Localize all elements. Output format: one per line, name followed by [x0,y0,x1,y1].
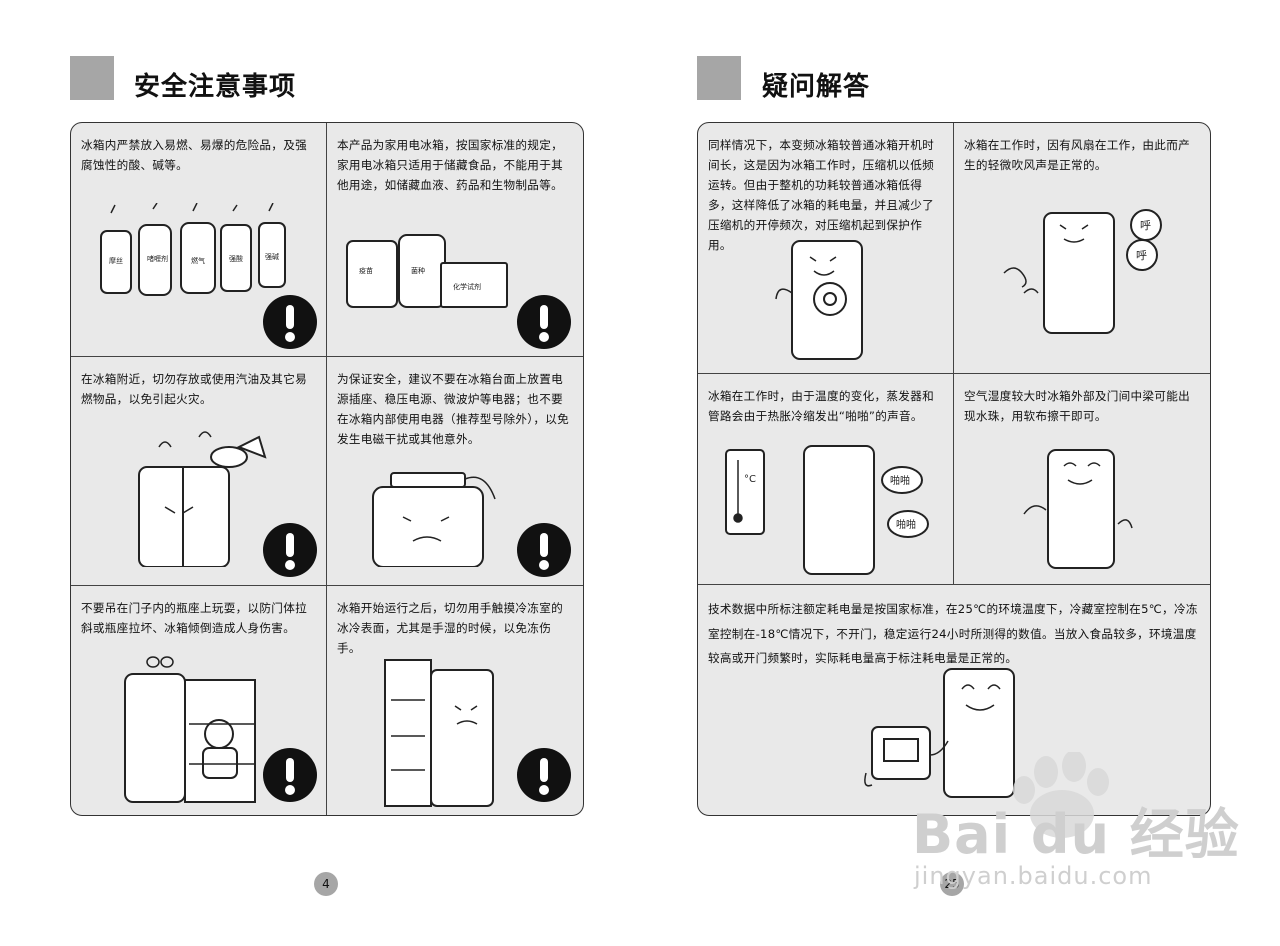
safety-cell-appliances: 为保证安全，建议不要在冰箱台面上放置电源插座、稳压电源、微波炉等电器；也不要在冰… [327,357,583,586]
child-hanging-door-illustration [124,656,256,803]
warning-icon [263,523,317,577]
thermometer-unit: °C [744,474,756,485]
warning-icon [517,748,571,802]
faq-cell-condensation: 空气湿度较大时冰箱外部及门间中梁可能出现水珠，用软布擦干即可。 [954,374,1210,585]
cell-text: 冰箱开始运行之后，切勿用手触摸冷冻室的冰冷表面，尤其是手湿的时候，以免冻伤手。 [337,601,563,655]
fridge-fire-illustration [138,431,267,567]
title-marker [697,56,741,100]
sound-bubble: 啪啪 [890,474,910,487]
sound-bubble: 呼 [1140,219,1151,232]
hazardous-bottles-illustration: 摩丝 啫喱剂 燃气 强酸 强碱 [100,203,286,296]
safety-cell-freezer-touch: 冰箱开始运行之后，切勿用手触摸冷冻室的冰冷表面，尤其是手湿的时候，以免冻伤手。 [327,586,583,815]
cell-text: 冰箱在工作时，由于温度的变化，蒸发器和管路会由于热胀冷缩发出“啪啪”的声音。 [708,389,934,423]
cell-text: 技术数据中所标注额定耗电量是按国家标准，在25℃的环境温度下，冷藏室控制在5℃，… [708,602,1198,665]
safety-cell-door-play: 不要吊在门子内的瓶座上玩耍，以防门体拉斜或瓶座拉坏、冰箱倾倒造成人身伤害。 [71,586,327,815]
faq-cell-compressor: 同样情况下，本变频冰箱较普通冰箱开机时间长，这是因为冰箱工作时，压缩机以低频运转… [698,123,954,374]
cell-text: 同样情况下，本变频冰箱较普通冰箱开机时间长，这是因为冰箱工作时，压缩机以低频运转… [708,138,934,252]
item-label: 化学试剂 [453,282,481,291]
page-number: 25 [940,872,964,896]
watermark-logo: Bai du 经验 [912,803,1240,866]
right-page: 疑问解答 同样情况下，本变频冰箱较普通冰箱开机时间长，这是因为冰箱工作时，压缩机… [640,0,1280,946]
cell-text: 冰箱内严禁放入易燃、易爆的危险品，及强腐蚀性的酸、碱等。 [81,138,307,172]
cell-text: 冰箱在工作时，因有风扇在工作，由此而产生的轻微吹风声是正常的。 [964,138,1190,172]
fridge-open-freezer-illustration [384,659,494,807]
sound-bubble: 啪啪 [896,518,916,531]
page-number: 4 [314,872,338,896]
left-page: 安全注意事项 冰箱内严禁放入易燃、易爆的危险品，及强腐蚀性的酸、碱等。 [70,56,584,896]
cell-text: 本产品为家用电冰箱，按国家标准的规定，家用电冰箱只适用于储藏食品，不能用于其他用… [337,138,563,192]
baidu-paw-watermark [1013,752,1109,838]
sound-bubble: 呼 [1136,249,1147,262]
safety-cell-storage-use: 本产品为家用电冰箱，按国家标准的规定，家用电冰箱只适用于储藏食品，不能用于其他用… [327,123,583,357]
bottle-label: 燃气 [191,256,205,265]
bottle-label: 摩丝 [109,256,123,265]
medical-items-illustration: 疫苗 菌种 化学试剂 [346,234,508,308]
watermark-url: jingyan.baidu.com [914,862,1153,890]
fridge-sweating-illustration [1023,449,1133,569]
faq-cell-cracking-sound: 冰箱在工作时，由于温度的变化，蒸发器和管路会由于热胀冷缩发出“啪啪”的声音。 °… [698,374,954,585]
bottle-label: 强酸 [229,254,243,263]
safety-panel: 冰箱内严禁放入易燃、易爆的危险品，及强腐蚀性的酸、碱等。 摩丝 啫喱剂 [70,122,584,816]
warning-icon [263,295,317,349]
bottle-label: 强碱 [265,253,279,261]
warning-icon [517,295,571,349]
fridge-power-meter-illustration [864,668,1015,798]
fridge-fan-illustration: 呼 呼 [1003,209,1162,334]
item-label: 疫苗 [359,266,373,275]
safety-cell-chemicals: 冰箱内严禁放入易燃、易爆的危险品，及强腐蚀性的酸、碱等。 摩丝 啫喱剂 [71,123,327,357]
fridge-outlet-illustration [372,472,496,567]
title-marker [70,56,114,100]
fridge-thermometer-illustration: °C 啪啪 啪啪 [725,445,929,575]
faq-cell-fan-noise: 冰箱在工作时，因有风扇在工作，由此而产生的轻微吹风声是正常的。 呼 呼 [954,123,1210,374]
page-title: 疑问解答 [762,72,871,102]
bottle-label: 啫喱剂 [147,254,168,263]
safety-cell-flammables: 在冰箱附近，切勿存放或使用汽油及其它易燃物品，以免引起火灾。 [71,357,327,586]
cell-text: 不要吊在门子内的瓶座上玩耍，以防门体拉斜或瓶座拉坏、冰箱倾倒造成人身伤害。 [81,601,307,635]
cell-text: 在冰箱附近，切勿存放或使用汽油及其它易燃物品，以免引起火灾。 [81,372,307,406]
page-title: 安全注意事项 [134,72,297,102]
faq-cell-power-consumption: 技术数据中所标注额定耗电量是按国家标准，在25℃的环境温度下，冷藏室控制在5℃，… [698,585,1210,815]
fridge-compressor-illustration [775,240,863,360]
cell-text: 为保证安全，建议不要在冰箱台面上放置电源插座、稳压电源、微波炉等电器；也不要在冰… [337,372,570,446]
faq-panel: 同样情况下，本变频冰箱较普通冰箱开机时间长，这是因为冰箱工作时，压缩机以低频运转… [697,122,1211,816]
cell-text: 空气湿度较大时冰箱外部及门间中梁可能出现水珠，用软布擦干即可。 [964,389,1190,423]
warning-icon [263,748,317,802]
warning-icon [517,523,571,577]
item-label: 菌种 [411,266,425,275]
